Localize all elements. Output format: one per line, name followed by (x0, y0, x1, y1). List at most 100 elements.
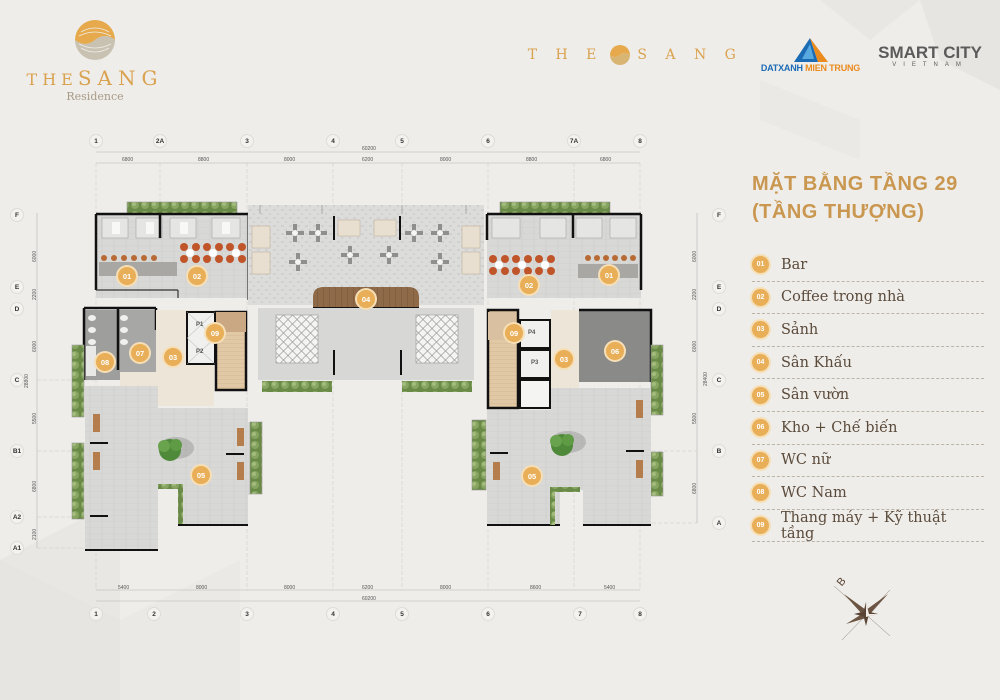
dim-left: 6000 (32, 340, 38, 352)
axis-right-a: A (712, 516, 726, 530)
dim-top-total: 60200 (362, 146, 376, 152)
room-badge-lobby-left: 03 (164, 348, 182, 366)
axis-bottom-1: 1 (89, 607, 103, 621)
dim-left: 2200 (32, 288, 38, 300)
floor-plan-drawing (36, 151, 698, 602)
axis-bottom-3: 3 (240, 607, 254, 621)
legend-badge: 03 (752, 321, 769, 339)
legend-item-coffee: 02 Coffee trong nhà (752, 282, 984, 315)
datxanh-text: DATXANH (760, 63, 803, 73)
axis-top-1: 1 (89, 134, 103, 148)
axis-top-3: 3 (240, 134, 254, 148)
dim-left-total: 28800 (24, 374, 30, 388)
legend-badge: 07 (752, 451, 769, 469)
dim-bottom: 8600 (530, 585, 542, 591)
title-line1: MẶT BẰNG TẦNG 29 (752, 173, 958, 195)
axis-left-c: C (10, 373, 24, 387)
dim-bottom: 5400 (118, 585, 130, 591)
legend-label: Bar (781, 256, 808, 273)
legend-badge: 01 (752, 256, 769, 274)
room-badge-garden-left: 05 (192, 466, 210, 484)
partner-smartcity-logo: SMART CITY VIETNAM (878, 43, 982, 68)
room-badge-storage: 06 (606, 342, 624, 360)
axis-left-a2: A2 (10, 510, 24, 524)
partner-thesang-main: S A N G (637, 47, 743, 63)
legend-label: Sân Khấu (781, 354, 852, 371)
legend-item-garden: 05 Sân vườn (752, 379, 984, 412)
title-line2: (TẦNG THƯỢNG) (752, 201, 925, 223)
room-legend: 01 Bar 02 Coffee trong nhà 03 Sảnh 04 Sân Kh… (752, 249, 984, 543)
axis-bottom-2: 2 (147, 607, 161, 621)
dim-right: 6800 (692, 482, 698, 494)
legend-label: Sảnh (781, 321, 819, 338)
brand-prefix: THE (26, 70, 78, 89)
compass-star-icon (833, 585, 891, 641)
dim-top: 8800 (198, 157, 210, 163)
axis-top-8: 8 (633, 134, 647, 148)
dim-bottom: 5400 (604, 585, 616, 591)
sang-emblem-small-icon (610, 45, 631, 65)
legend-badge: 02 (752, 288, 769, 306)
dim-left: 2100 (32, 528, 38, 540)
room-badge-lift-right: 09 (505, 324, 523, 342)
dim-top: 6800 (122, 157, 134, 163)
legend-item-storage: 06 Kho + Chế biến (752, 412, 984, 445)
dim-left: 6800 (32, 480, 38, 492)
dim-top: 8000 (284, 157, 296, 163)
partner-datxanh-logo: DATXANH MIEN TRUNG (761, 37, 860, 73)
dim-right: 6000 (692, 340, 698, 352)
legend-item-lobby: 03 Sảnh (752, 314, 984, 347)
compass-rose: B (830, 575, 896, 646)
axis-right-b: B (712, 444, 726, 458)
dim-top: 8000 (440, 157, 452, 163)
dim-bottom: 8000 (196, 585, 208, 591)
axis-top-6: 6 (481, 134, 495, 148)
axis-bottom-5: 5 (395, 607, 409, 621)
axis-right-f: F (712, 208, 726, 222)
smartcity-line2: VIETNAM (892, 61, 968, 68)
mientrung-text: MIEN TRUNG (805, 63, 861, 73)
lift-label-p1: P1 (196, 322, 204, 328)
sang-emblem-icon (75, 20, 115, 60)
axis-left-e: E (10, 280, 24, 294)
dim-bottom: 8000 (440, 585, 452, 591)
axis-bottom-7: 7 (573, 607, 587, 621)
axis-left-d: D (10, 302, 24, 316)
dim-top: 6200 (362, 157, 374, 163)
legend-label: Kho + Chế biến (781, 419, 898, 436)
axis-top-5: 5 (395, 134, 409, 148)
smartcity-line1: SMART CITY (878, 42, 982, 62)
room-badge-coffee-left: 02 (188, 267, 206, 285)
legend-item-stage: 04 Sân Khấu (752, 347, 984, 380)
dim-bottom: 6200 (362, 585, 374, 591)
room-badge-coffee-right: 02 (520, 276, 538, 294)
legend-badge: 08 (752, 484, 769, 502)
dim-left: 6000 (32, 250, 38, 262)
axis-right-e: E (712, 280, 726, 294)
dim-right: 6000 (692, 250, 698, 262)
room-badge-garden-right: 05 (523, 467, 541, 485)
dim-right: 2200 (692, 288, 698, 300)
legend-badge: 05 (752, 386, 769, 404)
legend-item-wc-male: 08 WC Nam (752, 477, 984, 510)
axis-top-4: 4 (326, 134, 340, 148)
legend-label: Sân vườn (781, 387, 850, 404)
legend-label: Coffee trong nhà (781, 289, 905, 306)
room-badge-bar-right: 01 (600, 266, 618, 284)
dim-top: 8800 (526, 157, 538, 163)
axis-top-7a: 7A (567, 134, 581, 148)
legend-badge: 09 (752, 517, 769, 535)
dim-right-total: 28400 (703, 372, 709, 386)
page-title: MẶT BẰNG TẦNG 29 (TẦNG THƯỢNG) (752, 170, 958, 226)
dim-bottom-total: 60200 (362, 596, 376, 602)
legend-badge: 04 (752, 354, 769, 372)
legend-item-bar: 01 Bar (752, 249, 984, 282)
the-sang-residence-logo: THESANG Residence (10, 18, 180, 108)
room-badge-lift-left: 09 (206, 324, 224, 342)
axis-left-f: F (10, 208, 24, 222)
legend-badge: 06 (752, 419, 769, 437)
dim-bottom: 8000 (284, 585, 296, 591)
legend-label: WC Nam (781, 484, 847, 501)
lift-label-p2: P2 (196, 349, 204, 355)
